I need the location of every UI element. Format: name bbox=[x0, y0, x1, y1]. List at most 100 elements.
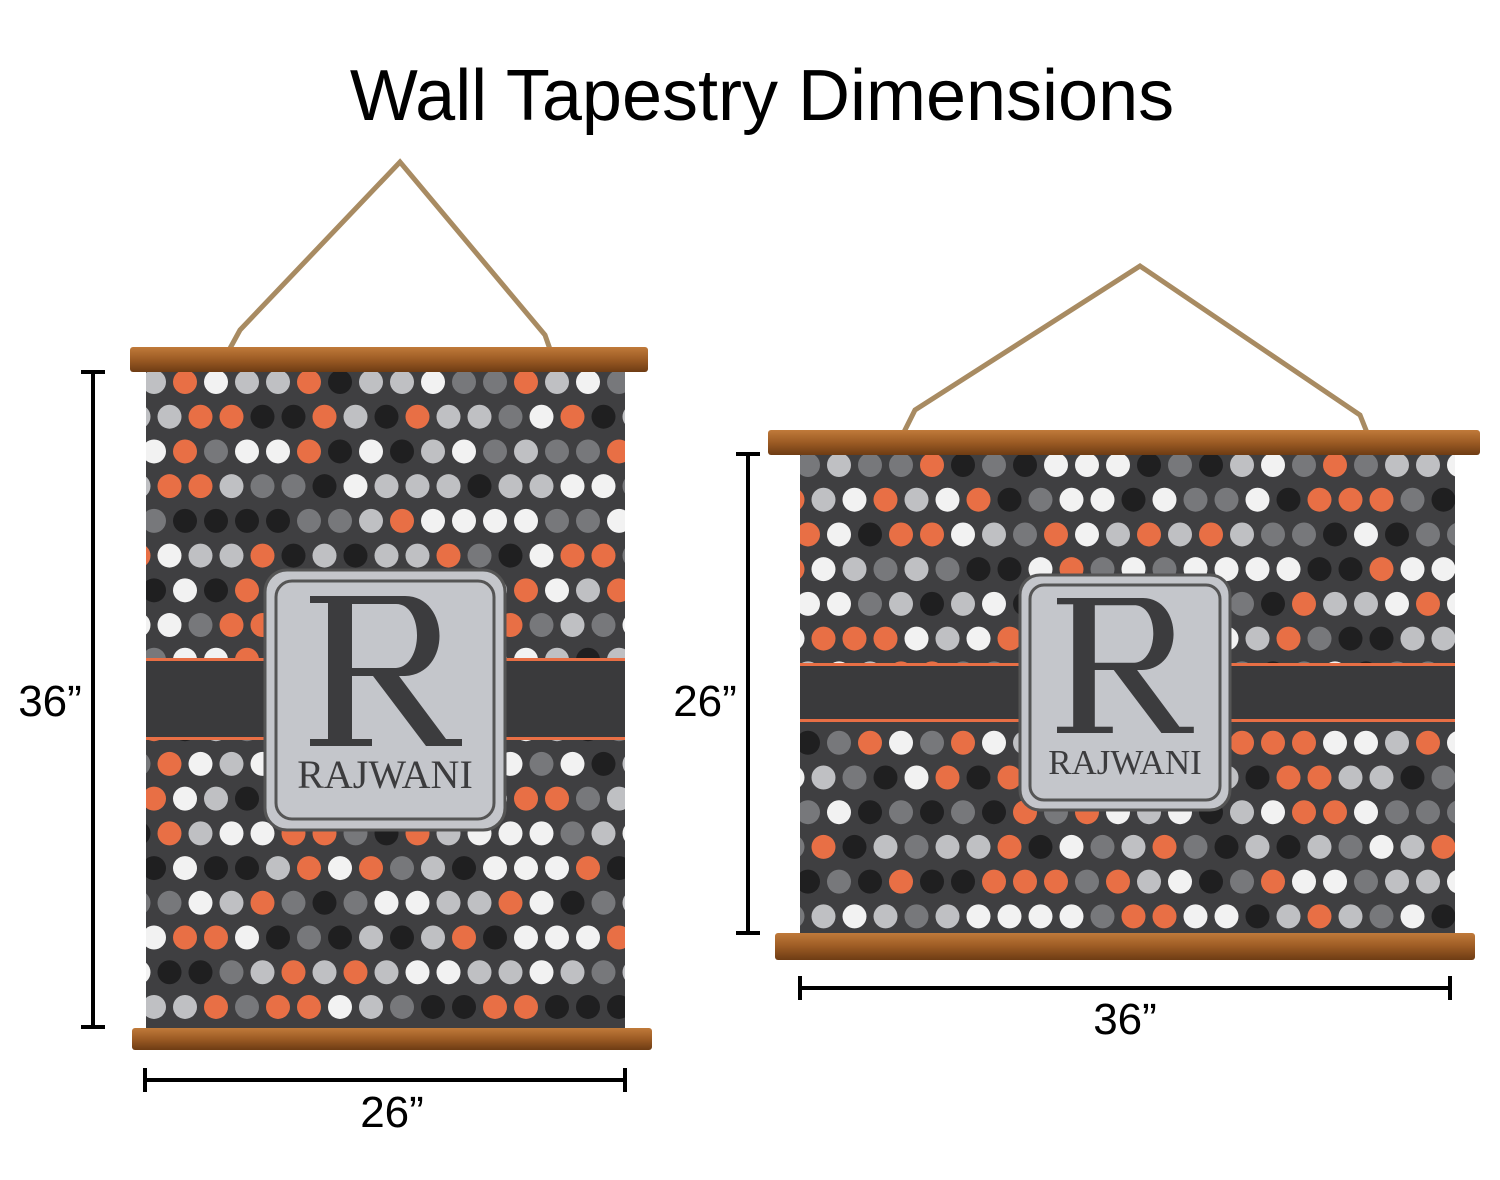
polka-dot bbox=[1168, 869, 1192, 894]
polka-dot bbox=[1478, 592, 1500, 616]
polka-dot bbox=[1416, 522, 1440, 547]
polka-dot bbox=[359, 925, 383, 950]
polka-dot bbox=[1261, 522, 1285, 547]
polka-dot bbox=[374, 890, 399, 915]
polka-dot bbox=[1323, 869, 1347, 894]
polka-dot bbox=[638, 1134, 662, 1158]
polka-dot bbox=[157, 613, 182, 638]
polka-dot bbox=[111, 787, 135, 811]
polka-dot bbox=[250, 474, 275, 499]
polka-dot bbox=[235, 856, 259, 881]
polka-dot bbox=[1463, 627, 1487, 651]
polka-dot bbox=[204, 786, 228, 811]
polka-dot bbox=[1385, 455, 1409, 477]
polka-dot bbox=[842, 487, 867, 512]
polka-dot bbox=[1400, 765, 1425, 790]
polka-dot bbox=[1214, 904, 1239, 929]
polka-dot bbox=[235, 994, 259, 1019]
polka-dot bbox=[146, 439, 166, 464]
polka-dot bbox=[530, 1099, 554, 1123]
polka-dot bbox=[607, 578, 625, 603]
polka-dot bbox=[146, 476, 151, 496]
polka-dot bbox=[842, 904, 867, 929]
polka-dot bbox=[935, 834, 960, 859]
polka-dot bbox=[858, 455, 882, 477]
polka-dot bbox=[1323, 730, 1347, 755]
polka-dot bbox=[1369, 557, 1394, 582]
polka-dot bbox=[1276, 834, 1301, 859]
hanging-rope bbox=[897, 263, 1373, 442]
polka-dot bbox=[1447, 870, 1455, 893]
polka-dot bbox=[452, 994, 476, 1019]
polka-dot bbox=[592, 1099, 616, 1123]
polka-dot bbox=[111, 995, 135, 1019]
portrait-tapestry: RAJWANI bbox=[111, 158, 678, 1158]
polka-dot bbox=[266, 1134, 290, 1158]
polka-dot bbox=[374, 404, 399, 429]
polka-dot bbox=[390, 856, 414, 881]
polka-dot bbox=[390, 1064, 414, 1088]
polka-dot bbox=[529, 613, 554, 638]
polka-dot bbox=[842, 765, 867, 790]
polka-dot bbox=[811, 765, 836, 790]
polka-dot bbox=[638, 439, 662, 463]
polka-dot bbox=[1261, 730, 1285, 755]
polka-dot bbox=[219, 890, 244, 915]
polka-dot bbox=[1028, 834, 1053, 859]
polka-dot bbox=[654, 752, 678, 776]
polka-dot bbox=[936, 974, 960, 998]
polka-dot bbox=[1121, 904, 1146, 929]
landscape-height-dimension: 26” bbox=[673, 452, 760, 935]
polka-dot bbox=[421, 439, 445, 464]
polka-dot bbox=[966, 626, 991, 651]
polka-dot bbox=[827, 591, 851, 616]
polka-dot bbox=[638, 370, 662, 394]
polka-dot bbox=[452, 1064, 476, 1088]
polka-dot bbox=[1478, 939, 1500, 963]
polka-dot bbox=[904, 765, 929, 790]
polka-dot bbox=[173, 578, 197, 603]
polka-dot bbox=[874, 974, 898, 998]
polka-dot bbox=[997, 834, 1022, 859]
polka-dot bbox=[142, 1134, 166, 1158]
polka-dot bbox=[858, 522, 882, 547]
polka-dot bbox=[219, 821, 244, 846]
polka-dot bbox=[935, 626, 960, 651]
polka-dot bbox=[576, 925, 600, 950]
polka-dot bbox=[146, 893, 151, 913]
polka-dot bbox=[904, 487, 929, 512]
polka-dot bbox=[1261, 1009, 1285, 1033]
polka-dot bbox=[607, 508, 625, 533]
polka-dot bbox=[312, 890, 337, 915]
polka-dot bbox=[591, 543, 616, 568]
polka-dot bbox=[1416, 591, 1440, 616]
polka-dot bbox=[188, 960, 213, 985]
polka-dot bbox=[1028, 904, 1053, 929]
polka-dot bbox=[235, 1064, 259, 1088]
polka-dot bbox=[1059, 834, 1084, 859]
polka-dot bbox=[111, 856, 135, 880]
polka-dot bbox=[982, 522, 1006, 547]
polka-dot bbox=[966, 765, 991, 790]
polka-dot bbox=[111, 370, 135, 394]
polka-dot bbox=[982, 455, 1006, 477]
polka-dot bbox=[1323, 1009, 1347, 1033]
polka-dot bbox=[967, 974, 991, 998]
polka-dot bbox=[997, 765, 1022, 790]
polka-dot bbox=[1152, 904, 1177, 929]
polka-dot bbox=[467, 404, 492, 429]
polka-dot bbox=[545, 578, 569, 603]
polka-dot bbox=[1431, 834, 1455, 859]
polka-dot bbox=[1199, 1009, 1223, 1033]
polka-dot bbox=[1292, 591, 1316, 616]
polka-dot bbox=[1292, 1009, 1316, 1033]
polka-dot bbox=[1431, 487, 1455, 512]
polka-dot bbox=[514, 856, 538, 881]
polka-dot bbox=[1447, 1009, 1471, 1033]
polka-dot bbox=[545, 1134, 569, 1158]
polka-dot bbox=[1370, 974, 1394, 998]
polka-dot bbox=[591, 751, 616, 776]
polka-dot bbox=[390, 994, 414, 1019]
polka-dot bbox=[1215, 974, 1239, 998]
